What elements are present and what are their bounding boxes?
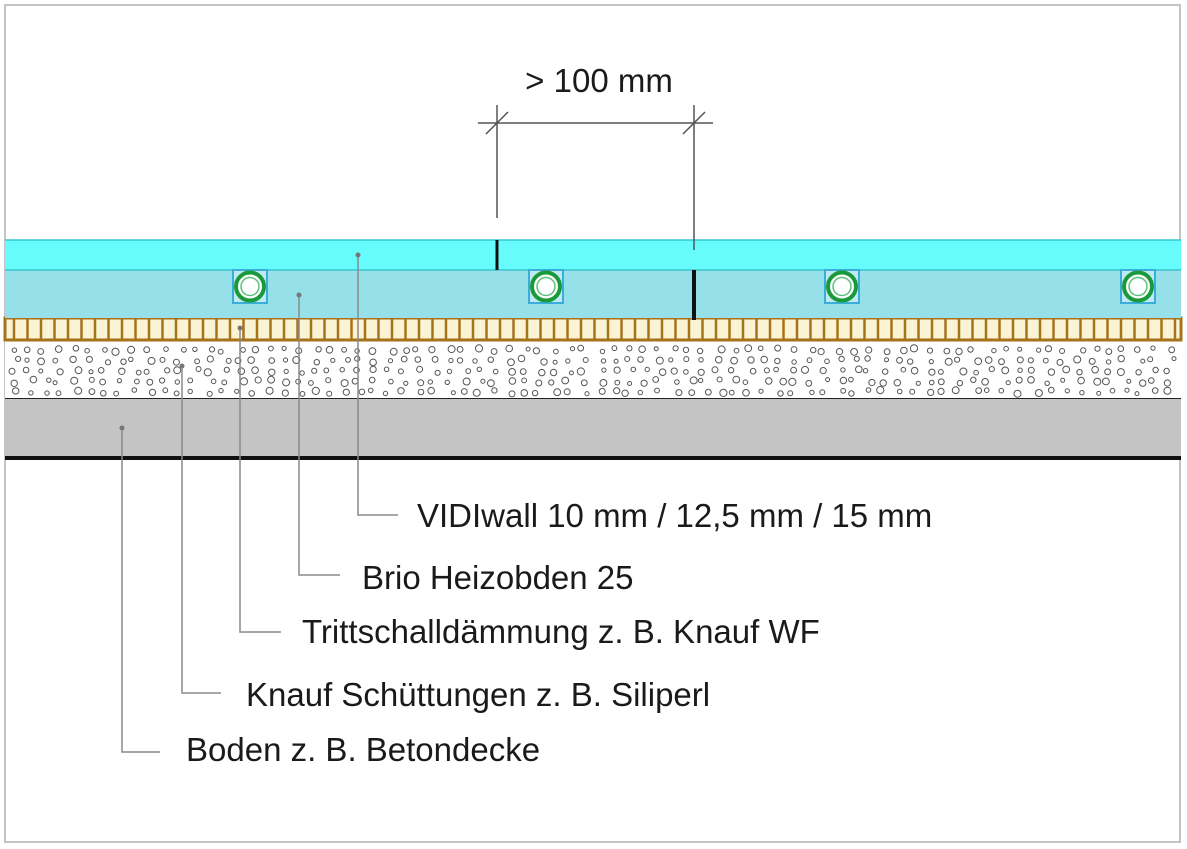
- label-trittschall: Trittschalldämmung z. B. Knauf WF: [302, 613, 820, 650]
- label-schuettung: Knauf Schüttungen z. B. Siliperl: [246, 676, 710, 713]
- layer-vidiwall: [5, 240, 1181, 270]
- leader-brio: [298, 295, 340, 576]
- schuettung-pebbles: [8, 344, 1177, 398]
- leader-dots: [119, 252, 361, 431]
- leader-lines: [121, 255, 398, 753]
- heating-pipe-icon: [232, 269, 268, 304]
- leader-trittschall: [239, 328, 281, 633]
- leader-boden: [121, 428, 160, 753]
- layer-trittschall: [3, 316, 1183, 342]
- label-vidiwall: VIDIwall 10 mm / 12,5 mm / 15 mm: [417, 497, 932, 534]
- trittschall-pattern: [12, 319, 1177, 339]
- heating-pipes: [232, 269, 1156, 304]
- layer-brio: [5, 270, 1181, 318]
- heating-pipe-icon: [528, 269, 564, 304]
- heating-pipe-icon: [1120, 269, 1156, 304]
- leader-vidiwall: [357, 255, 398, 516]
- heating-pipe-icon: [824, 269, 860, 304]
- dimension-line: [478, 105, 713, 250]
- dimension-label: > 100 mm: [525, 62, 673, 99]
- label-boden: Boden z. B. Betondecke: [186, 731, 540, 768]
- label-brio: Brio Heizobden 25: [362, 559, 634, 596]
- leader-schuettung: [181, 366, 221, 694]
- layer-boden: [5, 398, 1181, 458]
